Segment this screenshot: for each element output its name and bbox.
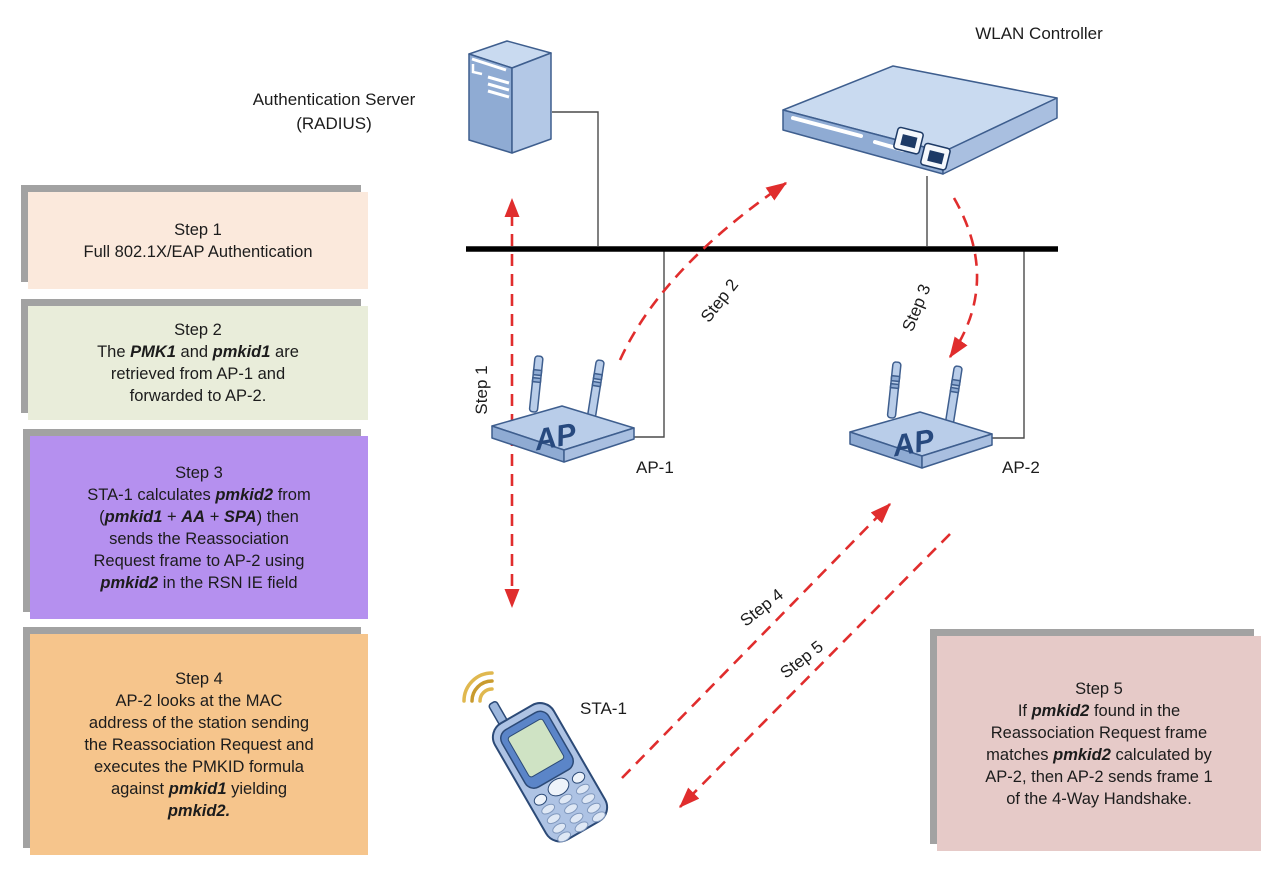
ap-side-face	[921, 433, 993, 469]
sta1-label: STA-1	[580, 699, 627, 718]
connector-ap1-to-bus	[632, 251, 665, 438]
phone-soft-key-right	[571, 771, 586, 784]
ap1-badge-text: AP	[531, 417, 580, 457]
phone-screen	[507, 718, 565, 778]
connector-ap2-to-bus	[992, 251, 1025, 439]
server-side-face	[511, 52, 552, 154]
ap-side-face	[563, 427, 635, 463]
ap-antenna-left	[528, 355, 544, 413]
step-title: Step 3	[175, 463, 223, 482]
connector-server-to-bus	[552, 111, 599, 246]
step-title: Step 1	[174, 220, 222, 239]
step-body: Full 802.1X/EAP Authentication	[83, 242, 313, 261]
server-vents	[471, 57, 510, 99]
step-title: Step 5	[1075, 679, 1123, 698]
step-3-box: Step 3 STA-1 calculates pmkid2 from(pmki…	[30, 436, 368, 619]
step-3-arrow	[948, 197, 979, 359]
step-title: Step 2	[174, 321, 222, 339]
ap-antenna-left	[886, 361, 902, 419]
step-1-box: Step 1 Full 802.1X/EAP Authentication	[28, 192, 368, 289]
step-1-arrowhead-down	[504, 589, 520, 608]
ap1-icon: AP	[491, 355, 635, 463]
ap2-label: AP-2	[1002, 458, 1040, 477]
ap1-label: AP-1	[636, 458, 674, 477]
step-title: Step 4	[175, 669, 223, 688]
phone-nav-button	[547, 777, 570, 797]
phone-keypad	[541, 783, 606, 843]
wlan-controller-icon	[782, 65, 1058, 175]
phone-soft-key-left	[533, 793, 548, 806]
controller-ethernet-ports	[893, 126, 951, 171]
ap2-icon: AP	[849, 361, 993, 469]
wireless-waves-icon	[462, 671, 494, 703]
phone-body-group	[488, 701, 609, 843]
ap-antenna-right	[587, 359, 605, 419]
ap-antenna-right	[945, 365, 963, 425]
step-5-arrow	[679, 533, 951, 808]
auth-server-label: Authentication Server (RADIUS)	[252, 90, 416, 133]
step-1-arrowhead-up	[504, 198, 520, 217]
step-2-arrow	[618, 181, 788, 361]
sta1-phone-icon	[462, 671, 609, 843]
auth-server-icon	[468, 40, 552, 154]
ap2-badge-text: AP	[889, 423, 938, 463]
step-4-arrow	[621, 503, 891, 779]
arrow-label-step1: Step 1	[472, 365, 491, 415]
step-body: STA-1 calculates pmkid2 from(pmkid1 + AA…	[87, 485, 311, 592]
wlan-controller-label: WLAN Controller	[975, 24, 1103, 43]
